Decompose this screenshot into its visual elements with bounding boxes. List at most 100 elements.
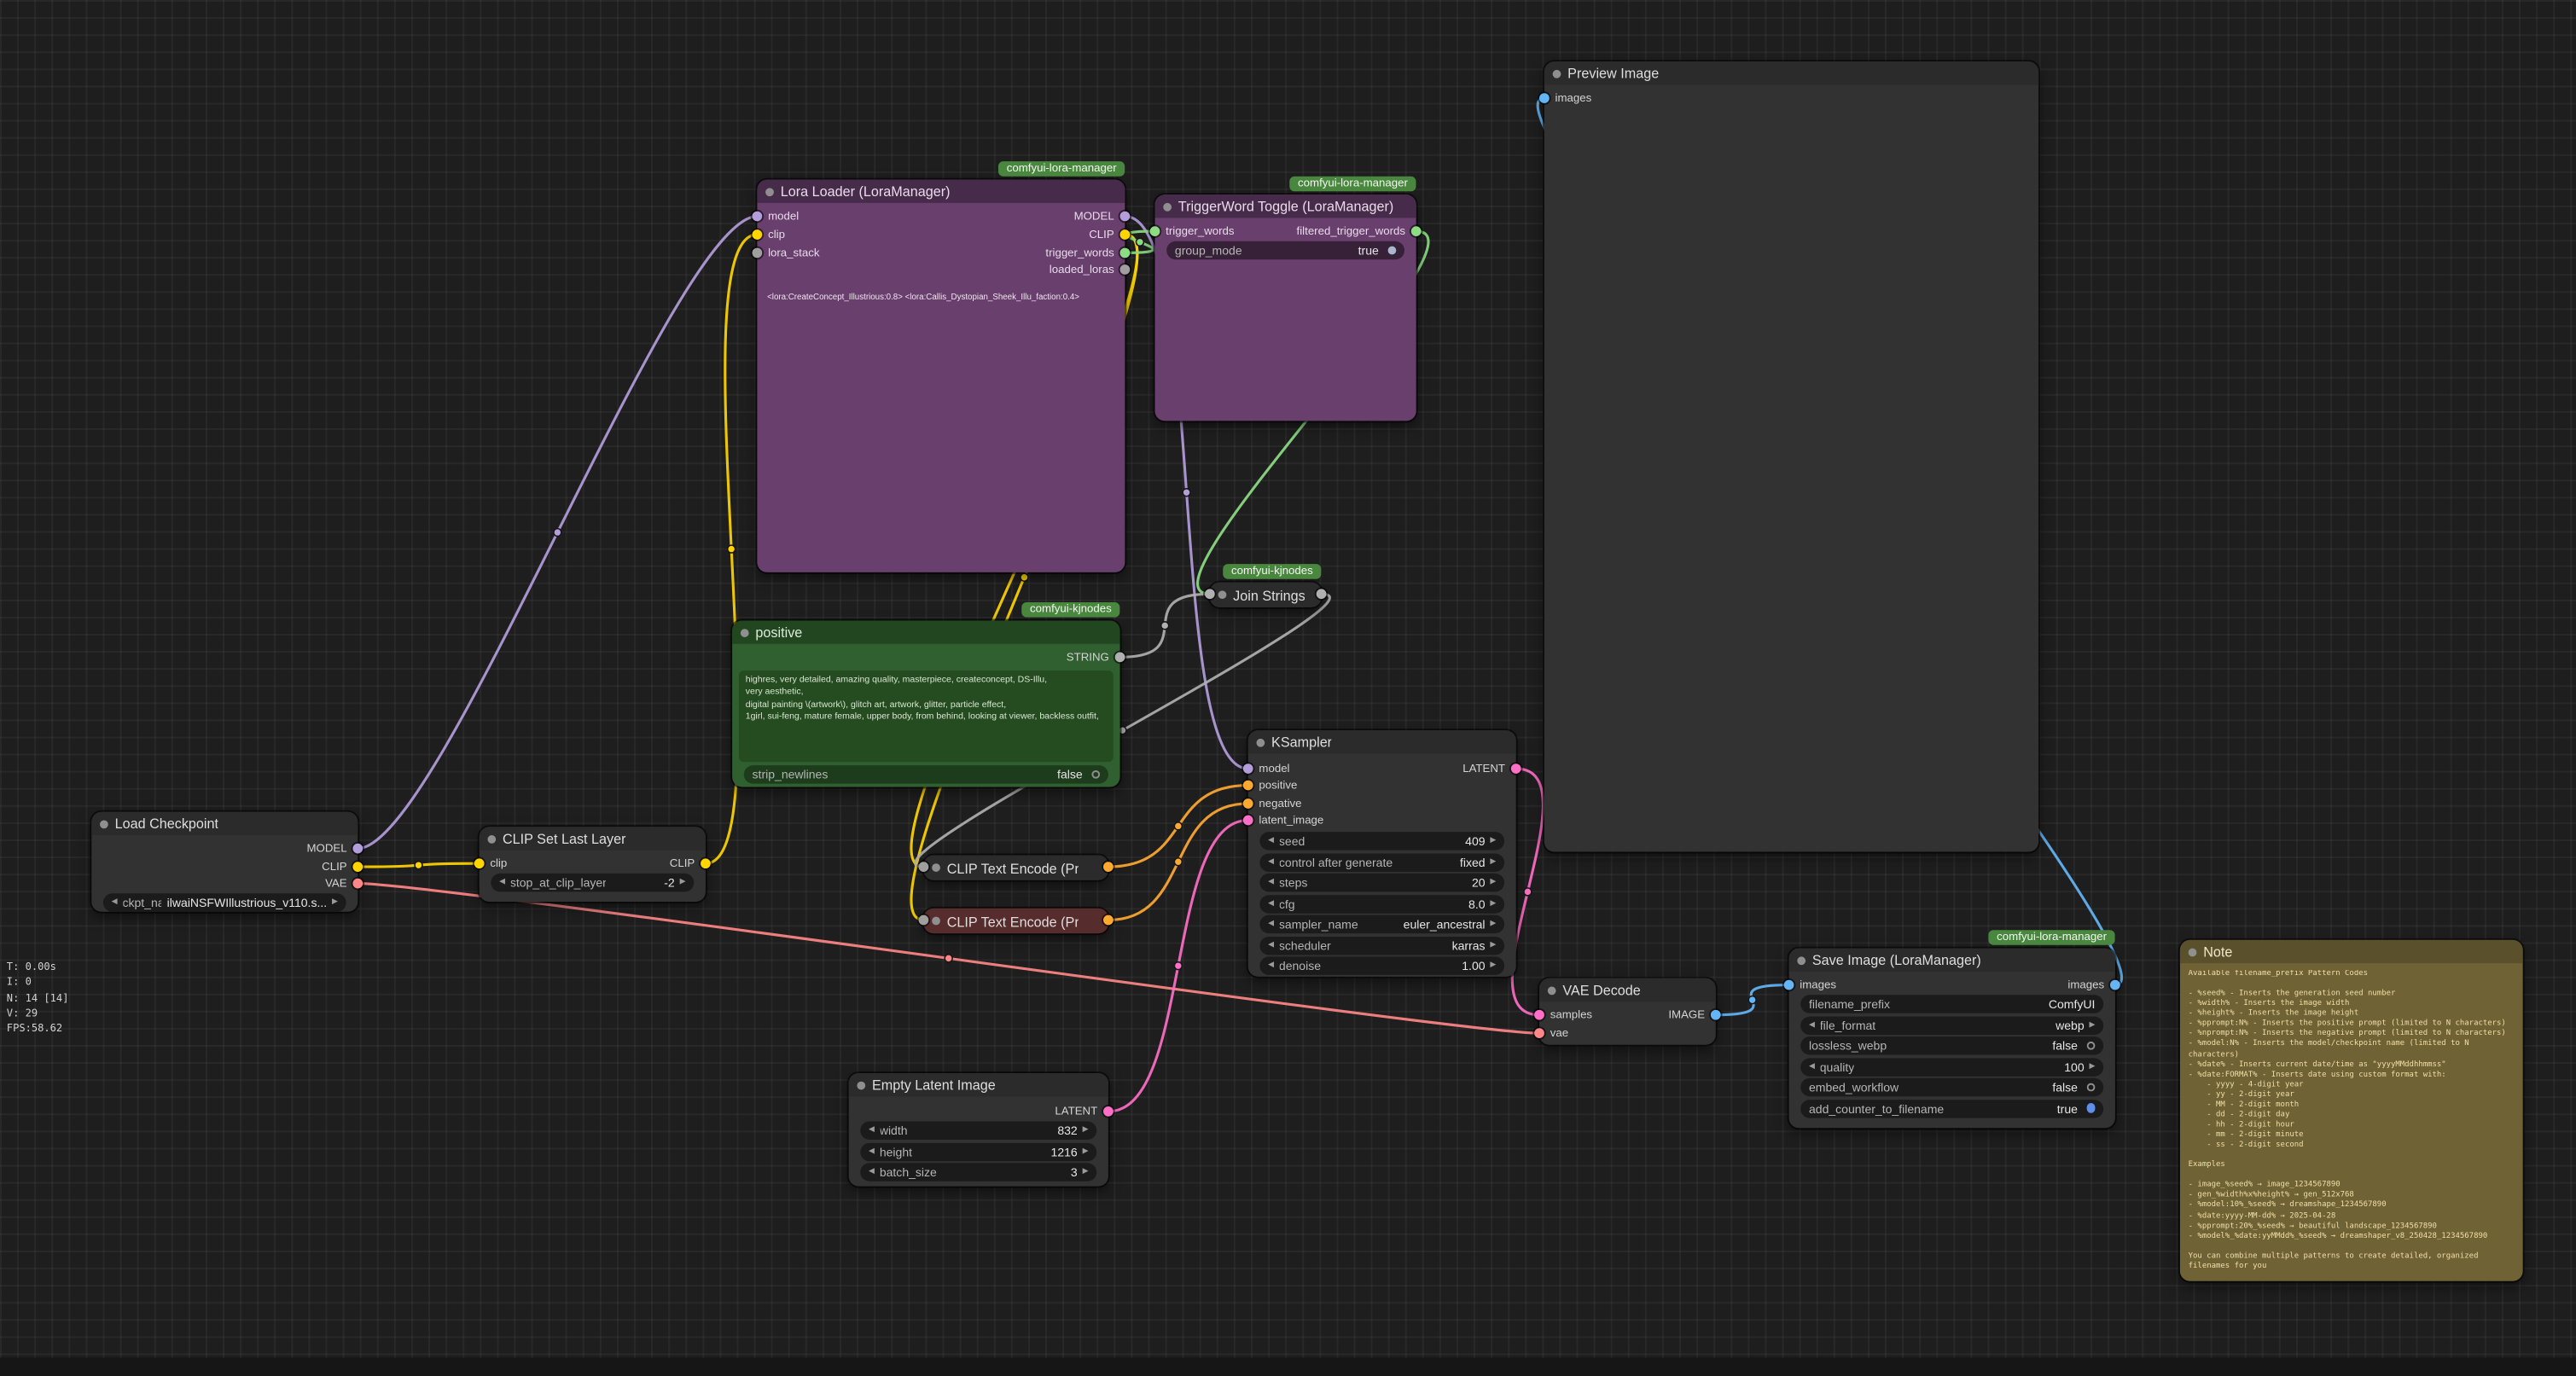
port-dot-icon[interactable]	[352, 862, 363, 872]
input-port-lora_stack[interactable]: lora_stack	[752, 245, 819, 262]
port-dot-icon[interactable]	[1534, 1009, 1544, 1020]
node-title-bar[interactable]: Preview Image	[1544, 61, 2039, 85]
output-port-CLIP[interactable]: CLIP	[670, 855, 711, 872]
port-dot-icon[interactable]	[352, 878, 363, 889]
collapse-dot-icon[interactable]	[487, 834, 497, 843]
decrement-arrow-icon[interactable]: ◀	[1268, 856, 1275, 865]
toggle-indicator-icon[interactable]	[1387, 246, 1397, 255]
link-midpoint-dot[interactable]	[1173, 856, 1183, 867]
decrement-arrow-icon[interactable]: ◀	[1268, 877, 1275, 885]
link-midpoint-dot[interactable]	[1182, 488, 1191, 497]
decrement-arrow-icon[interactable]: ◀	[1808, 1060, 1815, 1070]
increment-arrow-icon[interactable]: ▶	[331, 897, 338, 906]
port-dot-icon[interactable]	[918, 914, 929, 926]
toggle-indicator-icon[interactable]	[1090, 770, 1100, 780]
port-dot-icon[interactable]	[1114, 652, 1125, 663]
toggle-indicator-icon[interactable]	[2086, 1041, 2096, 1050]
node-clip_text_encode_1[interactable]: CLIP Text Encode (Pr	[918, 855, 1114, 880]
decrement-arrow-icon[interactable]: ◀	[1268, 835, 1275, 845]
port-dot-icon[interactable]	[1242, 780, 1253, 791]
collapse-dot-icon[interactable]	[1547, 985, 1556, 995]
node-join_strings[interactable]: Join Strings	[1205, 582, 1327, 607]
decrement-arrow-icon[interactable]: ◀	[1268, 960, 1275, 969]
link-midpoint-dot[interactable]	[726, 544, 736, 554]
node-title-bar[interactable]: CLIP Text Encode (Pr	[923, 855, 1108, 880]
node-title-bar[interactable]: KSampler	[1247, 730, 1516, 754]
lora-syntax-text[interactable]: <lora:CreateConcept_Illustrious:0.8> <lo…	[767, 293, 1080, 303]
port-dot-icon[interactable]	[1510, 763, 1521, 774]
collapse-dot-icon[interactable]	[1552, 68, 1561, 78]
increment-arrow-icon[interactable]: ▶	[1490, 939, 1497, 949]
increment-arrow-icon[interactable]: ▶	[1490, 918, 1497, 927]
port-dot-icon[interactable]	[1783, 979, 1794, 990]
output-port-link[interactable]	[1103, 912, 1114, 929]
output-port-IMAGE[interactable]: IMAGE	[1668, 1007, 1721, 1024]
output-port-CLIP[interactable]: CLIP	[1089, 226, 1131, 243]
collapse-dot-icon[interactable]	[100, 819, 108, 828]
note-text[interactable]: Available filename_prefix Pattern Codes …	[2188, 970, 2506, 1271]
input-port-trigger_words[interactable]: trigger_words	[1149, 223, 1235, 240]
port-dot-icon[interactable]	[1119, 229, 1131, 240]
port-dot-icon[interactable]	[1103, 862, 1114, 872]
increment-arrow-icon[interactable]: ▶	[2089, 1019, 2096, 1028]
output-port-STRING[interactable]: STRING	[1067, 649, 1125, 666]
port-dot-icon[interactable]	[1119, 247, 1131, 258]
link-midpoint-dot[interactable]	[553, 527, 562, 537]
collapse-dot-icon[interactable]	[1256, 737, 1265, 746]
port-dot-icon[interactable]	[2109, 979, 2120, 990]
collapse-dot-icon[interactable]	[1218, 590, 1227, 600]
link-midpoint-dot[interactable]	[1747, 995, 1757, 1005]
decrement-arrow-icon[interactable]: ◀	[499, 877, 506, 885]
increment-arrow-icon[interactable]: ▶	[1490, 897, 1497, 907]
link-midpoint-dot[interactable]	[1523, 887, 1532, 897]
node-title-bar[interactable]: CLIP Text Encode (Pr	[923, 908, 1108, 934]
port-dot-icon[interactable]	[1410, 226, 1422, 236]
increment-arrow-icon[interactable]: ▶	[1490, 856, 1497, 865]
link-midpoint-dot[interactable]	[1160, 621, 1170, 630]
node-title-bar[interactable]: Join Strings	[1209, 582, 1322, 607]
node-title-bar[interactable]: Empty Latent Image	[848, 1072, 1108, 1097]
link-midpoint-dot[interactable]	[1020, 572, 1029, 583]
port-dot-icon[interactable]	[752, 211, 763, 222]
output-port-VAE[interactable]: VAE	[325, 875, 363, 892]
output-port-filtered_trigger_words[interactable]: filtered_trigger_words	[1297, 223, 1422, 240]
node-title-bar[interactable]: Save Image (LoraManager)	[1788, 948, 2115, 972]
increment-arrow-icon[interactable]: ▶	[1082, 1146, 1089, 1154]
output-port-MODEL[interactable]: MODEL	[306, 840, 363, 857]
collapse-dot-icon[interactable]	[857, 1080, 866, 1089]
decrement-arrow-icon[interactable]: ◀	[111, 897, 118, 906]
input-port-samples[interactable]: samples	[1534, 1007, 1592, 1024]
increment-arrow-icon[interactable]: ▶	[1490, 835, 1497, 845]
collapse-dot-icon[interactable]	[740, 628, 749, 636]
node-title-bar[interactable]: positive	[732, 620, 1120, 644]
link-midpoint-dot[interactable]	[944, 954, 953, 963]
node-clip_text_encode_2[interactable]: CLIP Text Encode (Pr	[918, 908, 1114, 934]
port-dot-icon[interactable]	[474, 858, 485, 869]
port-dot-icon[interactable]	[352, 843, 363, 854]
decrement-arrow-icon[interactable]: ◀	[1268, 939, 1275, 949]
increment-arrow-icon[interactable]: ▶	[1082, 1124, 1089, 1134]
increment-arrow-icon[interactable]: ▶	[1490, 877, 1497, 885]
input-port-model[interactable]: model	[752, 208, 799, 225]
decrement-arrow-icon[interactable]: ◀	[1268, 918, 1275, 927]
port-dot-icon[interactable]	[1119, 264, 1131, 275]
port-dot-icon[interactable]	[1119, 211, 1131, 222]
